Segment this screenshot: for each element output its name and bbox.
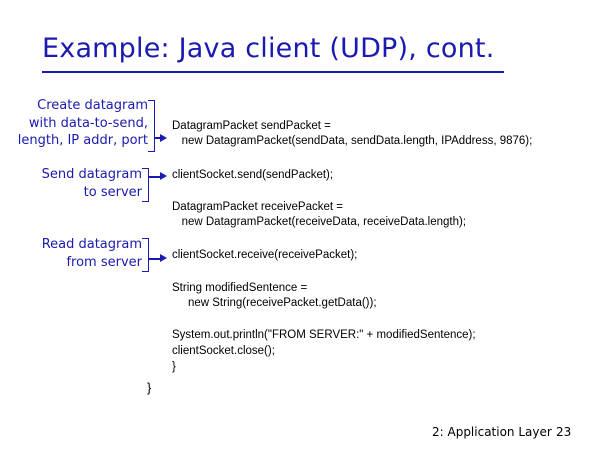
arrow-head-icon [160,254,167,262]
annotation-line: from server [66,254,142,270]
code-line: clientSocket.receive(receivePacket); [172,249,358,261]
footer-section: 2: Application Layer [432,425,552,439]
arrow-line [149,258,163,260]
annotation-bracket [148,100,155,152]
annotation-line: with data-to-send, [28,115,148,131]
code-line: System.out.println("FROM SERVER:" + modi… [172,329,476,341]
code-line: DatagramPacket sendPacket = [172,120,331,132]
arrow-line [155,137,163,139]
annotation-send-datagram: Send datagram to server [42,166,142,201]
code-line: DatagramPacket receivePacket = [172,201,343,213]
code-line: clientSocket.send(sendPacket); [172,169,334,181]
annotation-create-datagram: Create datagram with data-to-send, lengt… [18,97,148,150]
slide-title: Example: Java client (UDP), cont. [42,33,495,64]
annotation-line: Read datagram [41,237,142,252]
annotation-line: Send datagram [41,167,142,182]
annotation-bracket [142,238,149,272]
code-line: String modifiedSentence = [172,282,308,294]
annotation-line: Create datagram [37,98,148,113]
code-line: new DatagramPacket(receiveData, receiveD… [172,216,467,228]
annotation-line: to server [83,184,142,200]
code-line: new DatagramPacket(sendData, sendData.le… [172,135,533,147]
annotation-bracket [142,168,149,202]
page-number: 23 [556,425,572,439]
code-line: new String(receivePacket.getData()); [172,297,377,309]
closing-brace: } [147,380,152,395]
annotation-line: length, IP addr, port [17,133,148,148]
code-line: } [172,361,176,373]
arrow-head-icon [160,134,167,142]
annotation-read-datagram: Read datagram from server [42,236,142,271]
code-line: clientSocket.close(); [172,345,275,357]
arrow-head-icon [160,172,167,180]
title-underline [42,71,504,73]
arrow-line [149,176,163,178]
